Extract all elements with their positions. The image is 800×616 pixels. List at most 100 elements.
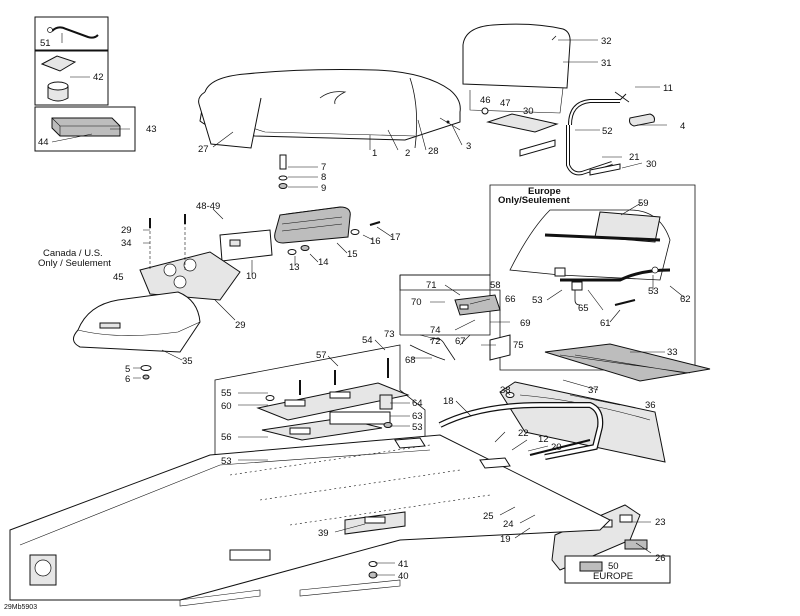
callout-53-mount-right: 53 (412, 422, 423, 433)
callout-51: 51 (40, 38, 51, 49)
callout-38: 38 (500, 385, 511, 396)
callout-31: 31 (601, 58, 612, 69)
callout-2: 2 (405, 148, 410, 159)
callout-16: 16 (370, 236, 381, 247)
callout-30-lower: 30 (646, 159, 657, 170)
callout-71: 71 (426, 280, 437, 291)
callout-23: 23 (655, 517, 666, 528)
backrest (462, 23, 571, 114)
callout-69: 69 (520, 318, 531, 329)
region-notes: Europe Only/Seulement Canada / U.S. Only… (4, 186, 633, 611)
callout-54: 54 (362, 335, 373, 346)
callout-60: 60 (221, 401, 232, 412)
callout-72: 72 (430, 336, 441, 347)
callout-58: 58 (490, 280, 501, 291)
callout-24: 24 (503, 519, 514, 530)
callout-25: 25 (483, 511, 494, 522)
callout-3: 3 (466, 141, 471, 152)
callout-66: 66 (505, 294, 516, 305)
callout-55: 55 (221, 388, 232, 399)
callout-26: 26 (655, 553, 666, 564)
callout-39: 39 (318, 528, 329, 539)
callout-63: 63 (412, 411, 423, 422)
callout-70: 70 (411, 297, 422, 308)
callout-4: 4 (680, 121, 685, 132)
callout-33: 33 (667, 347, 678, 358)
rear-bumper-18 (438, 392, 604, 460)
callout-34: 34 (121, 238, 132, 249)
callout-12: 12 (538, 434, 549, 445)
callout-9: 9 (321, 183, 326, 194)
canada-us-note-line2: Only / Seulement (38, 258, 111, 269)
hardware-13-14-16-17 (287, 221, 381, 255)
tunnel-chassis (9, 434, 611, 607)
callout-1: 1 (372, 148, 377, 159)
rear-center-region (399, 274, 511, 361)
callout-22: 22 (518, 428, 529, 439)
callout-65: 65 (578, 303, 589, 314)
callout-13: 13 (289, 262, 300, 273)
cover-35 (73, 291, 201, 353)
callout-67: 67 (455, 336, 466, 347)
callout-35: 35 (182, 356, 193, 367)
callout-61: 61 (600, 318, 611, 329)
callout-68: 68 (405, 355, 416, 366)
callout-37: 37 (588, 385, 599, 396)
europe-only-region (399, 184, 696, 371)
callout-15: 15 (347, 249, 358, 260)
callout-48-49: 48-49 (196, 201, 220, 212)
callout-53-europe-right: 53 (648, 286, 659, 297)
canada-us-note-line1: Canada / U.S. (43, 248, 103, 259)
callout-18: 18 (443, 396, 454, 407)
callout-29-lower: 29 (235, 320, 246, 331)
callout-53-mount-left: 53 (221, 456, 232, 467)
seat-cushion (198, 69, 461, 149)
reflector-plate-33 (544, 343, 711, 382)
callout-53-europe-left: 53 (532, 295, 543, 306)
callout-40: 40 (398, 571, 409, 582)
callout-73: 73 (384, 329, 395, 340)
callout-45: 45 (113, 272, 124, 283)
callout-75: 75 (513, 340, 524, 351)
europe-label-box (564, 539, 671, 584)
backrest-bracket (566, 91, 655, 176)
callout-30-upper: 30 (523, 106, 534, 117)
callout-64: 64 (412, 398, 423, 409)
callout-8: 8 (321, 172, 326, 183)
callout-52: 52 (602, 126, 613, 137)
callout-17: 17 (390, 232, 401, 243)
callout-46: 46 (480, 95, 491, 106)
callout-7: 7 (321, 162, 326, 173)
figure-code: 29Mb5903 (4, 604, 37, 611)
callout-41: 41 (398, 559, 409, 570)
bracket-45 (139, 214, 241, 301)
mount-region-54-64 (214, 344, 426, 466)
leader-lines (51, 33, 686, 576)
callout-29-upper: 29 (121, 225, 132, 236)
callout-21: 21 (629, 152, 640, 163)
callout-47: 47 (500, 98, 511, 109)
callout-10: 10 (246, 271, 257, 282)
callout-20: 20 (551, 442, 562, 453)
callout-74: 74 (430, 325, 441, 336)
callout-19: 19 (500, 534, 511, 545)
callout-14: 14 (318, 257, 329, 268)
callout-50: 50 (608, 561, 619, 572)
callout-57: 57 (316, 350, 327, 361)
hardware-5-6 (140, 365, 152, 380)
taillight-housing-10 (219, 229, 273, 262)
callout-36: 36 (645, 400, 656, 411)
taillight-lens (274, 206, 351, 244)
callout-6: 6 (125, 374, 130, 385)
hardware-7-8-9 (278, 154, 288, 189)
europe-only-note-line1: Europe (528, 186, 561, 197)
inset-box-part-42 (34, 50, 109, 106)
callout-62: 62 (680, 294, 691, 305)
callout-28: 28 (428, 146, 439, 157)
callout-labels: 51 42 43 44 27 1 2 28 3 32 31 11 46 47 3… (38, 36, 691, 582)
inset-box-part-51 (34, 16, 109, 51)
callout-42: 42 (93, 72, 104, 83)
callout-11: 11 (663, 83, 673, 94)
